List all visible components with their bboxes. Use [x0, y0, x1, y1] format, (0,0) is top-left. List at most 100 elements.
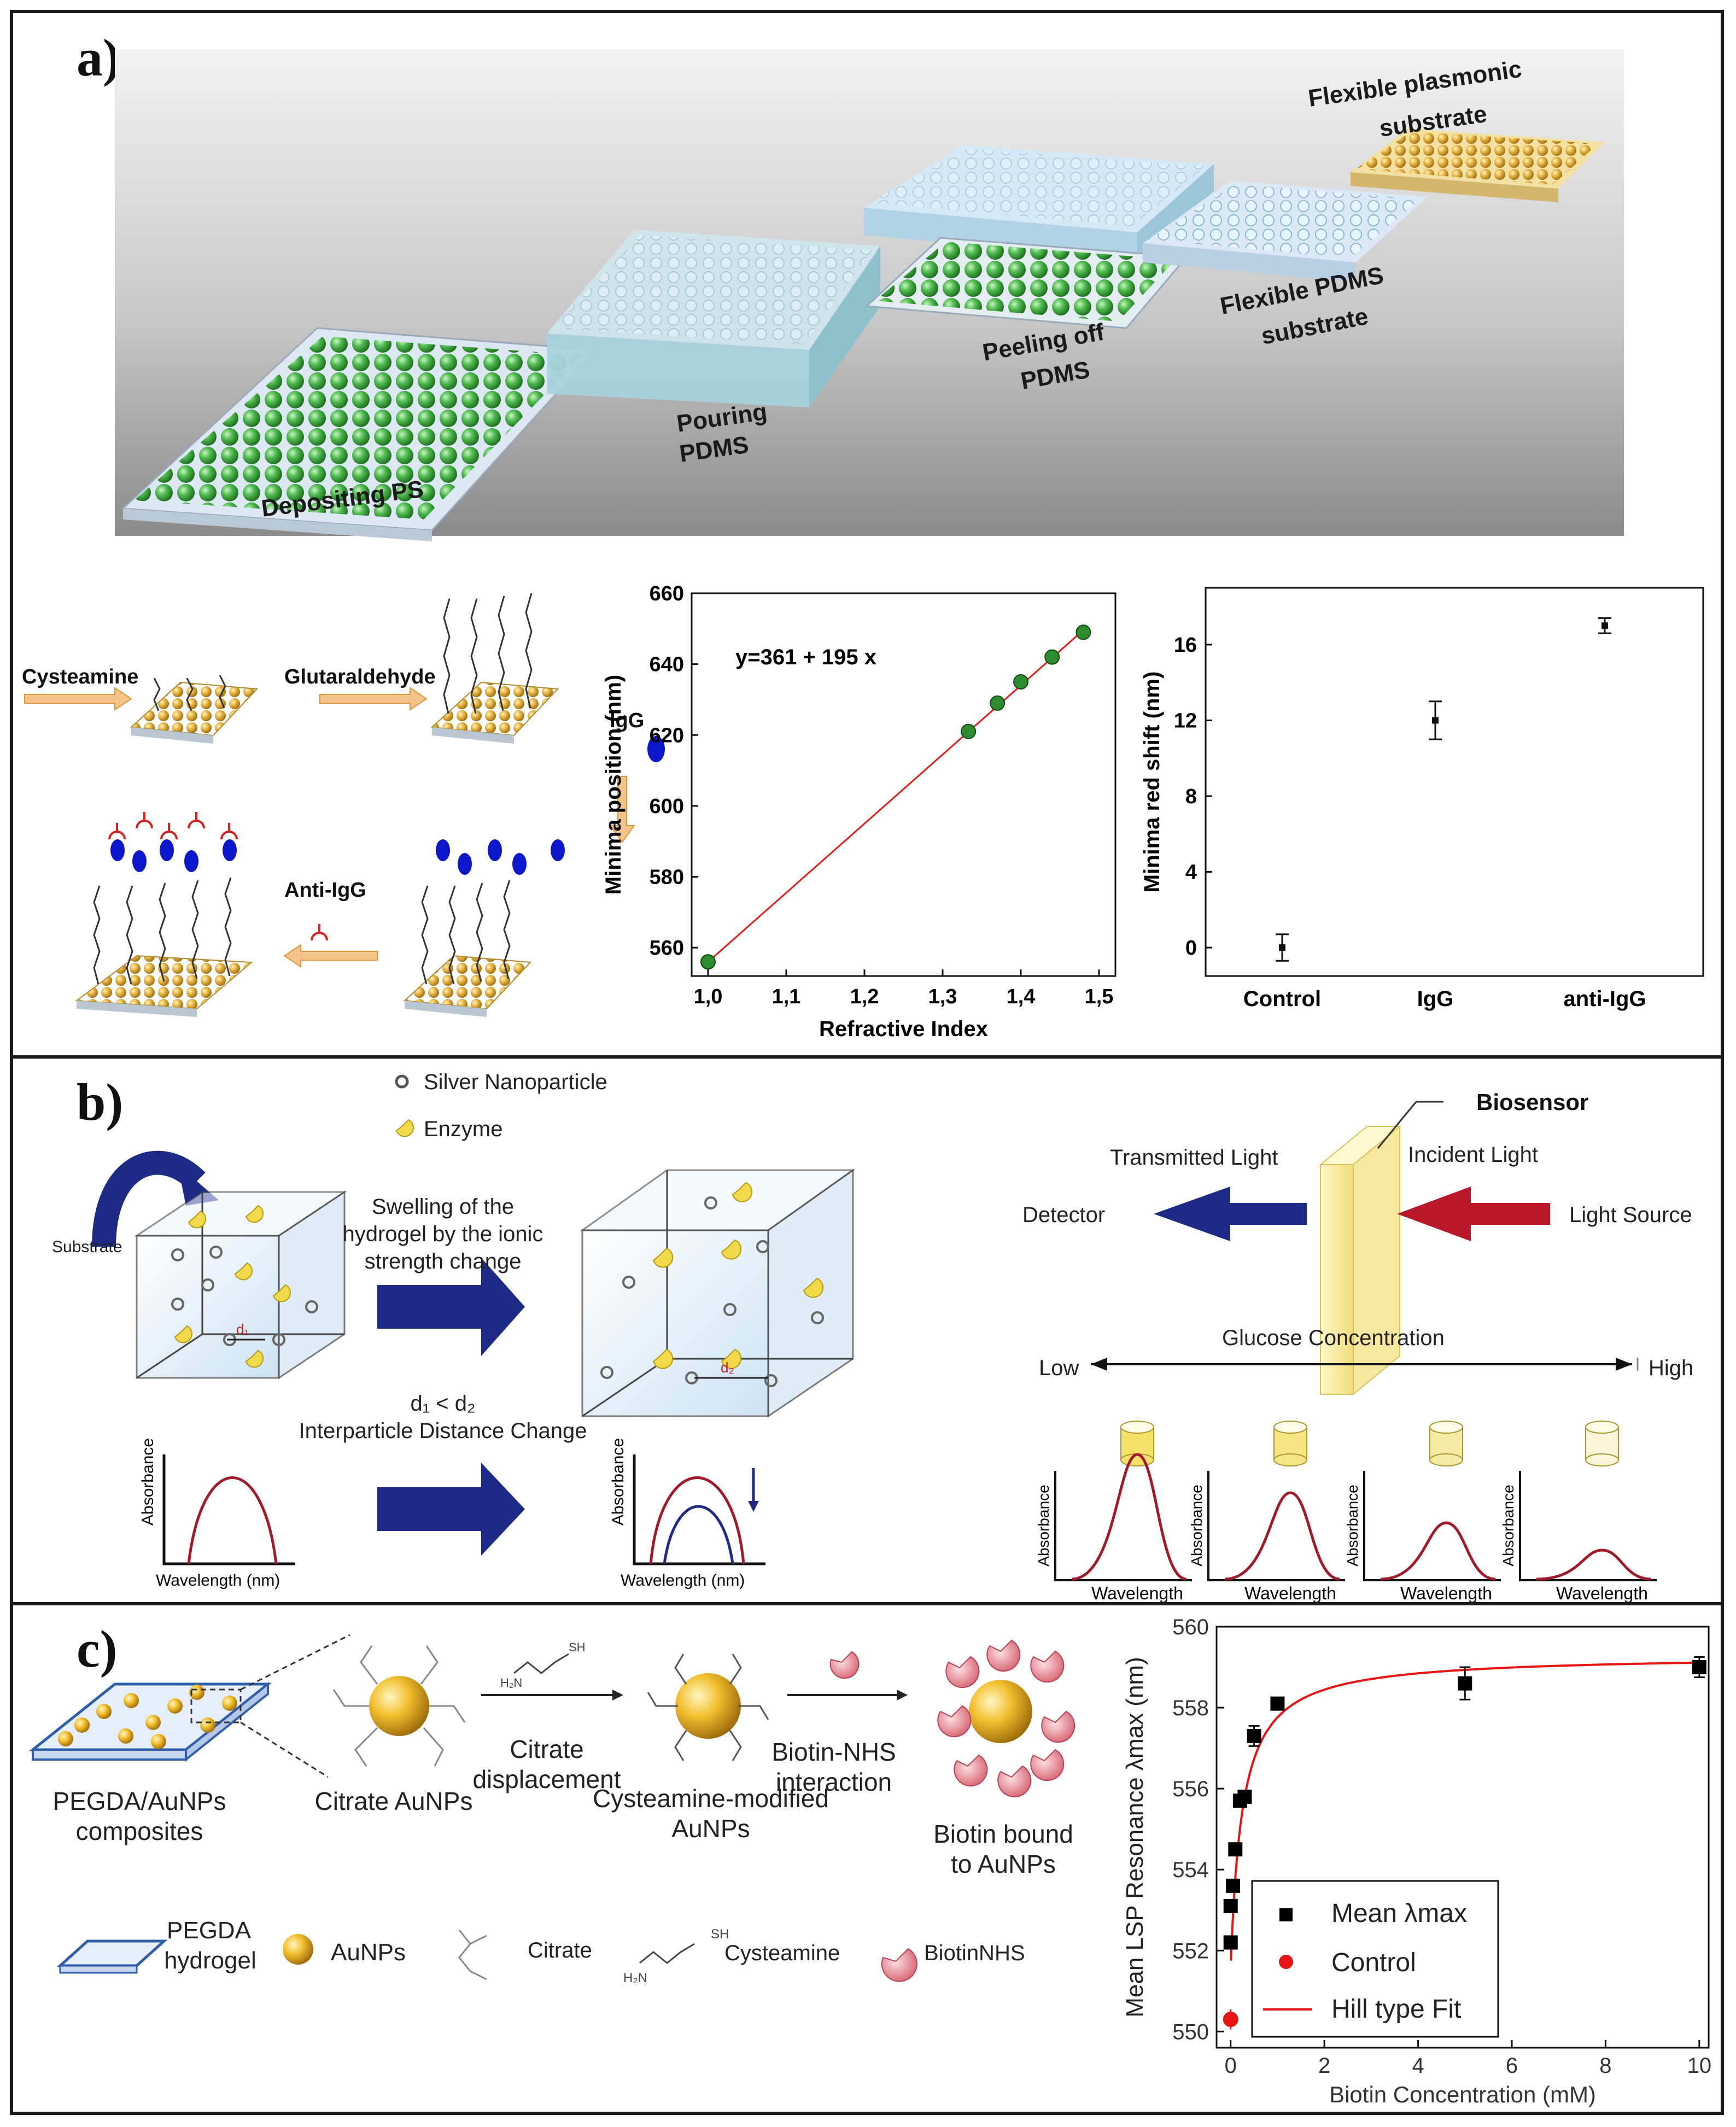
glucose-wl-label: Wavelength	[1400, 1583, 1492, 1602]
label-biotin-int-1: Biotin-NHS	[771, 1738, 896, 1766]
chart3-xtick-label: 8	[1599, 2054, 1611, 2078]
glucose-peak	[1071, 1453, 1187, 1581]
glucose-axes	[1207, 1471, 1345, 1581]
spectrum-before: Absorbance Wavelength (nm)	[139, 1438, 295, 1590]
glucose-vial-bottom	[1273, 1453, 1307, 1466]
functionalization-scheme: Cysteamine Glutaraldehyde IgG Anti-IgG	[22, 593, 665, 1017]
cys-h2n: H₂N	[500, 1676, 522, 1690]
chart3-legend-mean-icon	[1279, 1908, 1293, 1921]
chart3-xtick-label: 4	[1412, 2054, 1424, 2078]
glucose-peak	[1224, 1491, 1340, 1581]
chart1-ytick-label: 600	[650, 795, 684, 818]
legend-silver: Silver Nanoparticle	[424, 1070, 607, 1094]
legend-aunp-icon	[283, 1934, 313, 1965]
label-transmitted: Transmitted Light	[1110, 1146, 1278, 1170]
chart2-category-label: IgG	[1417, 987, 1454, 1011]
pdms-flexible	[1143, 180, 1427, 282]
panel-b-graphics: Silver Nanoparticle Enzyme Substrate d₁ …	[52, 1070, 1693, 1602]
glucose-vial-bottom	[1429, 1453, 1463, 1466]
chart1-ytick-label: 660	[650, 582, 684, 605]
legend-h2n: H₂N	[623, 1971, 647, 1985]
figure-frame	[10, 10, 1724, 2115]
biotin-icon-arrow	[829, 1651, 860, 1679]
glucose-abs-label: Absorbance	[1035, 1485, 1052, 1566]
label-anti-igg: Anti-IgG	[284, 879, 366, 902]
label-biotin-bound-2: to AuNPs	[951, 1850, 1056, 1878]
label-substrate: Substrate	[52, 1238, 122, 1256]
panel-c-legend: SH H₂N	[56, 1927, 917, 1985]
legend-pegda-1: PEGDA	[167, 1917, 252, 1944]
label-biotin-bound-1: Biotin bound	[933, 1820, 1073, 1848]
chart1-xtick-label: 1,0	[694, 985, 723, 1008]
func-substrate-4	[75, 955, 253, 1017]
chart1-ytick-label: 580	[650, 866, 684, 889]
chart2-category-label: anti-IgG	[1563, 987, 1646, 1011]
legend-biotin-icon	[881, 1948, 917, 1982]
label-cys-mod-1: Cysteamine-modified	[593, 1784, 829, 1813]
label-light-source: Light Source	[1569, 1203, 1692, 1227]
label-low: Low	[1039, 1356, 1079, 1380]
label-detector: Detector	[1022, 1203, 1105, 1227]
chart3-mean-point	[1458, 1676, 1472, 1691]
chart1-xtick-label: 1,3	[928, 985, 957, 1008]
glucose-vial-top	[1585, 1421, 1619, 1434]
abs-label-1: Absorbance	[139, 1438, 157, 1526]
plasmonic-substrate	[1351, 128, 1605, 202]
chart3-ytick-label: 552	[1172, 1939, 1209, 1963]
distance-relation: d₁ < d₂	[410, 1392, 475, 1416]
chart3-mean-point	[1223, 1898, 1238, 1913]
panel-a-letter: a)	[77, 28, 120, 87]
panel-c-letter: c)	[77, 1620, 118, 1678]
chart1-xtick-label: 1,2	[850, 985, 879, 1008]
chart1-xlabel: Refractive Index	[819, 1017, 988, 1041]
chart1-annotation: y=361 + 195 x	[735, 645, 876, 669]
chart3-mean-point	[1237, 1789, 1252, 1804]
chart1-ytick-label: 560	[650, 937, 684, 960]
legend-cysteamine: Cysteamine	[724, 1941, 840, 1965]
label-incident: Incident Light	[1408, 1143, 1538, 1167]
chart3-mean-point	[1270, 1696, 1285, 1711]
chart2-frame	[1205, 587, 1704, 977]
chart2-ytick-label: 8	[1185, 785, 1197, 808]
chart3-xtick-label: 0	[1225, 2054, 1237, 2078]
arrow-glutaraldehyde	[319, 687, 428, 711]
chart3-legend	[1251, 1880, 1499, 2038]
func-substrate-1	[130, 681, 259, 744]
chart3-mean-point	[1247, 1728, 1261, 1743]
incident-arrow	[1397, 1187, 1550, 1241]
large-cube-particles: d₂	[600, 1182, 824, 1387]
swelling-3: strength change	[365, 1249, 522, 1273]
small-cube-particles: d₁	[171, 1205, 318, 1368]
glucose-vial-bottom	[1585, 1453, 1619, 1466]
arrow-spectrum	[377, 1463, 525, 1556]
chart3-ytick-label: 560	[1172, 1615, 1209, 1639]
label-composites-2: composites	[76, 1817, 203, 1845]
chart2-category-label: Control	[1243, 987, 1321, 1011]
glucose-wl-label: Wavelength	[1244, 1583, 1336, 1602]
chart2-point	[1601, 622, 1608, 629]
glucose-wl-label: Wavelength	[1091, 1583, 1183, 1602]
arrow-igg	[609, 776, 635, 843]
label-cys-mod-2: AuNPs	[671, 1814, 750, 1843]
distance-change: Interparticle Distance Change	[299, 1419, 587, 1443]
chart2-ytick-label: 4	[1185, 861, 1197, 884]
chart2-ytick-label: 12	[1174, 709, 1197, 732]
glucose-vial-top	[1273, 1421, 1307, 1434]
chart2-point	[1432, 717, 1439, 724]
label-biosensor: Biosensor	[1476, 1089, 1588, 1115]
chart1-point	[961, 723, 977, 739]
arrow-swelling	[377, 1258, 525, 1356]
chart1-xtick-label: 1,5	[1085, 985, 1114, 1008]
ps-substrate	[121, 327, 598, 541]
divider-b-c	[10, 1602, 1724, 1605]
legend-citrate: Citrate	[528, 1938, 592, 1962]
cysteamine-aunp	[647, 1653, 769, 1761]
chart1-ylabel: Minima position (nm)	[601, 675, 626, 895]
wl-label-2: Wavelength (nm)	[621, 1571, 745, 1590]
label-igg: IgG	[610, 709, 644, 732]
label-biotin-int-2: interaction	[776, 1768, 892, 1796]
chart3-mean-point	[1226, 1878, 1240, 1893]
chart3-mean-point	[1228, 1842, 1243, 1857]
